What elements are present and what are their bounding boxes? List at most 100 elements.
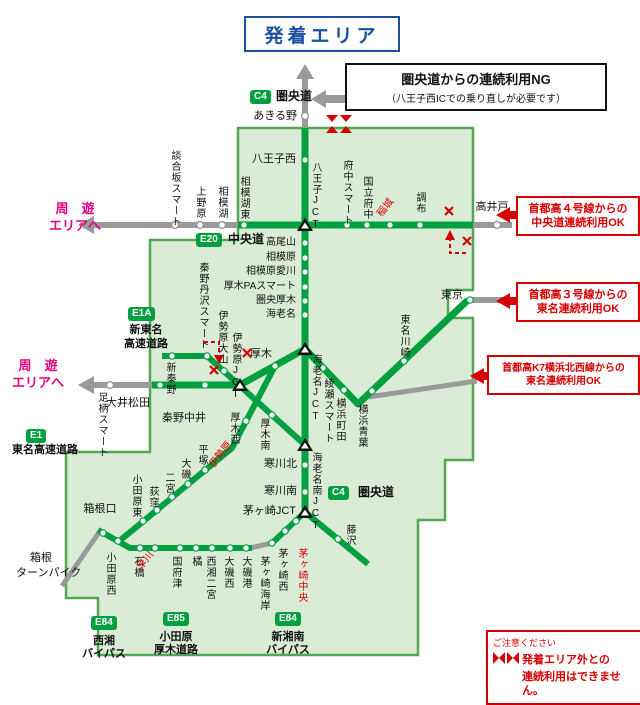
map-label: 東名川崎 (398, 314, 409, 358)
map-label: 談合坂スマート (169, 150, 180, 227)
station-dot (156, 381, 164, 389)
arrow-mark (311, 90, 346, 108)
route-badge: E1A (128, 307, 156, 321)
station-dot (233, 434, 241, 442)
station-dot (386, 221, 394, 229)
station-dot (268, 411, 276, 419)
map-label: 国府津 (170, 556, 181, 589)
arrow-mark (326, 126, 338, 133)
map-label: 東京 (441, 289, 463, 301)
map-label: エリアへ (48, 218, 102, 233)
transfer-arrow (449, 238, 466, 254)
shuto-4-note-line1: 首都高４号線からの (528, 202, 628, 215)
station-dot (301, 156, 309, 164)
map-label: エリアへ (11, 375, 65, 390)
map-label: 調布 (414, 192, 425, 214)
map-label: 茅ヶ崎中央 (296, 548, 307, 603)
station-dot (151, 544, 159, 552)
station-dot (153, 506, 161, 514)
station-dot (208, 544, 216, 552)
arrow-mark (496, 293, 517, 309)
station-dot (363, 221, 371, 229)
station-dot (492, 220, 502, 230)
station-dot (184, 480, 192, 488)
map-label: 橘 (190, 556, 201, 567)
map-label: 箱根口 (83, 503, 117, 515)
station-dot (334, 535, 342, 543)
station-dot (301, 283, 309, 291)
no-transfer-x-mark (444, 206, 454, 216)
no-transfer-x-mark (242, 348, 252, 358)
shuto-3-note-line1: 首都高３号線からの (528, 288, 628, 301)
arrow-mark (78, 376, 94, 394)
map-label: 八王子西 (252, 153, 296, 165)
map-label: 周 遊 (18, 358, 58, 373)
station-dot (301, 461, 309, 469)
map-label: 藤沢 (344, 524, 355, 546)
road-line (59, 529, 103, 588)
junction-marker-inner (301, 442, 309, 449)
junction-marker-inner (236, 382, 244, 389)
station-dot (220, 367, 228, 375)
station-dot (203, 352, 211, 360)
map-label: 圏央道 (358, 485, 395, 499)
map-label: 寒川南 (264, 485, 297, 497)
map-label: 厚木道路 (154, 644, 198, 656)
map-label: 石橋 (132, 556, 143, 578)
station-dot (301, 254, 309, 262)
map-label: 周 遊 (55, 201, 95, 216)
route-badge: C4 (328, 486, 349, 500)
ng-connection-icon (493, 651, 519, 670)
map-label: 府中スマート (341, 160, 352, 226)
map-label: 茅ヶ崎JCT (242, 505, 296, 517)
station-dot (217, 220, 227, 230)
map-label: 西湘二宮 (204, 556, 215, 600)
map-label: 伊勢原JCT (230, 332, 241, 401)
map-label: 高速道路 (124, 338, 168, 350)
map-label: 相模原愛川 (246, 266, 296, 277)
station-dot (301, 488, 309, 496)
station-dot (292, 517, 300, 525)
map-label: 中央道 (228, 232, 265, 246)
map-label: 高尾山 (266, 237, 296, 248)
departure-area-region (64, 126, 475, 657)
page-title-text: 発着エリア (264, 25, 380, 47)
station-dot (192, 544, 200, 552)
map-label: 八王子JCT (310, 162, 321, 231)
station-dot (99, 529, 107, 537)
shuto-k7-note-line2: 東名連続利用OK (526, 376, 601, 387)
station-dot (168, 352, 176, 360)
station-dot (242, 417, 250, 425)
station-dot (168, 493, 176, 501)
map-label: 綾瀬スマート (322, 378, 333, 444)
junction-marker-inner (301, 509, 309, 516)
map-label: バイパス (266, 644, 310, 656)
route-badge: C4 (250, 90, 271, 104)
station-dot (114, 537, 122, 545)
arrow-mark (214, 355, 224, 364)
map-label: 厚木 (250, 348, 272, 360)
station-dot (176, 544, 184, 552)
arrow-mark (340, 115, 352, 122)
station-dot (416, 221, 424, 229)
page-title: 発着エリア (244, 16, 400, 52)
map-label: 足柄スマート (96, 392, 107, 458)
map-label: 厚木西 (228, 412, 239, 445)
map-label: 圏央道 (275, 89, 313, 103)
road-line (367, 378, 478, 400)
station-dot (136, 544, 144, 552)
shuto-k7-note: 首都高K7横浜北西線からの 東名連続利用OK (487, 355, 640, 395)
station-dot (300, 111, 310, 121)
arrow-mark (296, 64, 314, 79)
station-dot (301, 239, 309, 247)
station-dot (242, 544, 250, 552)
map-label: 茅ヶ崎西 (276, 548, 287, 592)
caution-note-line1: 発着エリア外との (522, 654, 610, 667)
map-label: 小田原西 (104, 552, 115, 596)
map-label: 海老名JCT (310, 354, 321, 423)
station-dot (301, 311, 309, 319)
transfer-arrow (204, 341, 220, 357)
caution-note-line2: 連続利用はできません。 (522, 671, 621, 698)
map-label: 新秦野 (164, 362, 175, 395)
map-label: バイパス (82, 648, 126, 660)
